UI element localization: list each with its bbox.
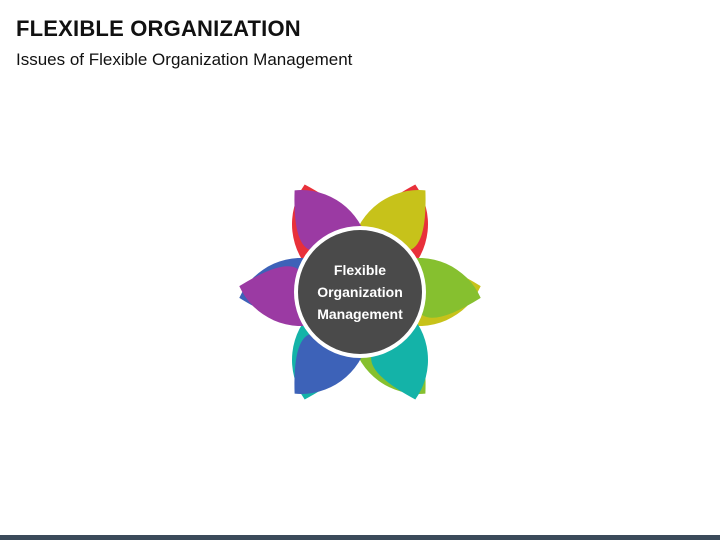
petal-hexagon-decoration <box>188 167 277 270</box>
center-label: Management <box>317 306 403 322</box>
petal-label: Work <box>471 220 504 236</box>
center-circle <box>298 230 422 354</box>
center-label: Organization <box>317 284 403 300</box>
center-label: Flexible <box>334 262 386 278</box>
petal-label: Leadership <box>325 422 394 438</box>
petal-label: Staffing <box>209 358 256 374</box>
footer-bar <box>0 535 720 540</box>
petal-label: Structure <box>459 367 516 383</box>
petal-hexagon-decoration <box>188 314 277 417</box>
petal-hexagon-decoration <box>315 94 405 196</box>
petal-label: Organization <box>448 348 527 364</box>
petal-label: Strategic <box>332 128 387 144</box>
petal-hexagon-decoration <box>443 167 532 270</box>
page-title: FLEXIBLE ORGANIZATION <box>16 16 301 41</box>
petal-hexagon-decoration <box>315 388 405 490</box>
petal-label: Managing <box>202 201 264 217</box>
petal-label: Style <box>344 441 375 457</box>
petal-label: Planning <box>333 147 388 163</box>
petal-label: Culture <box>210 220 255 236</box>
petal-label: Organizing <box>453 201 521 217</box>
page-subtitle: Issues of Flexible Organization Manageme… <box>16 50 353 69</box>
petal-hexagon-decoration <box>443 314 532 417</box>
